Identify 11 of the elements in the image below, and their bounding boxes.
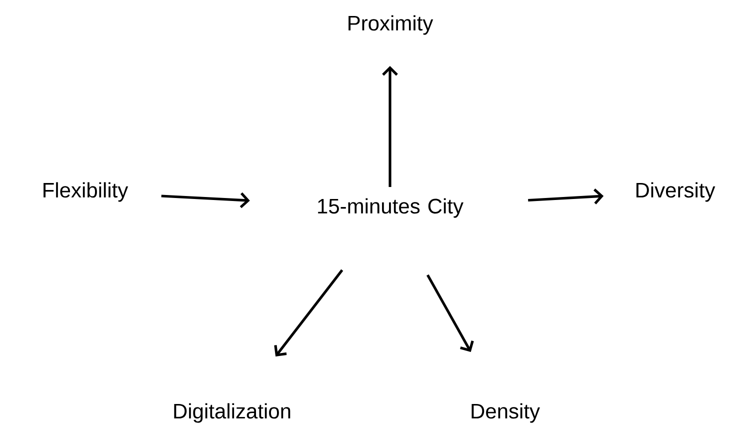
node-label: Density <box>472 403 540 423</box>
arrow <box>274 269 344 356</box>
arrow <box>382 66 398 187</box>
node-label: Digitalization <box>174 403 290 423</box>
arrow <box>528 188 604 204</box>
node-label: 15-minutes City <box>318 198 464 218</box>
node-label: Flexibility <box>44 182 128 202</box>
arrow <box>161 192 250 208</box>
node-label: Diversity <box>636 182 716 202</box>
node-label: Proximity <box>348 15 434 35</box>
arrow <box>426 274 474 352</box>
